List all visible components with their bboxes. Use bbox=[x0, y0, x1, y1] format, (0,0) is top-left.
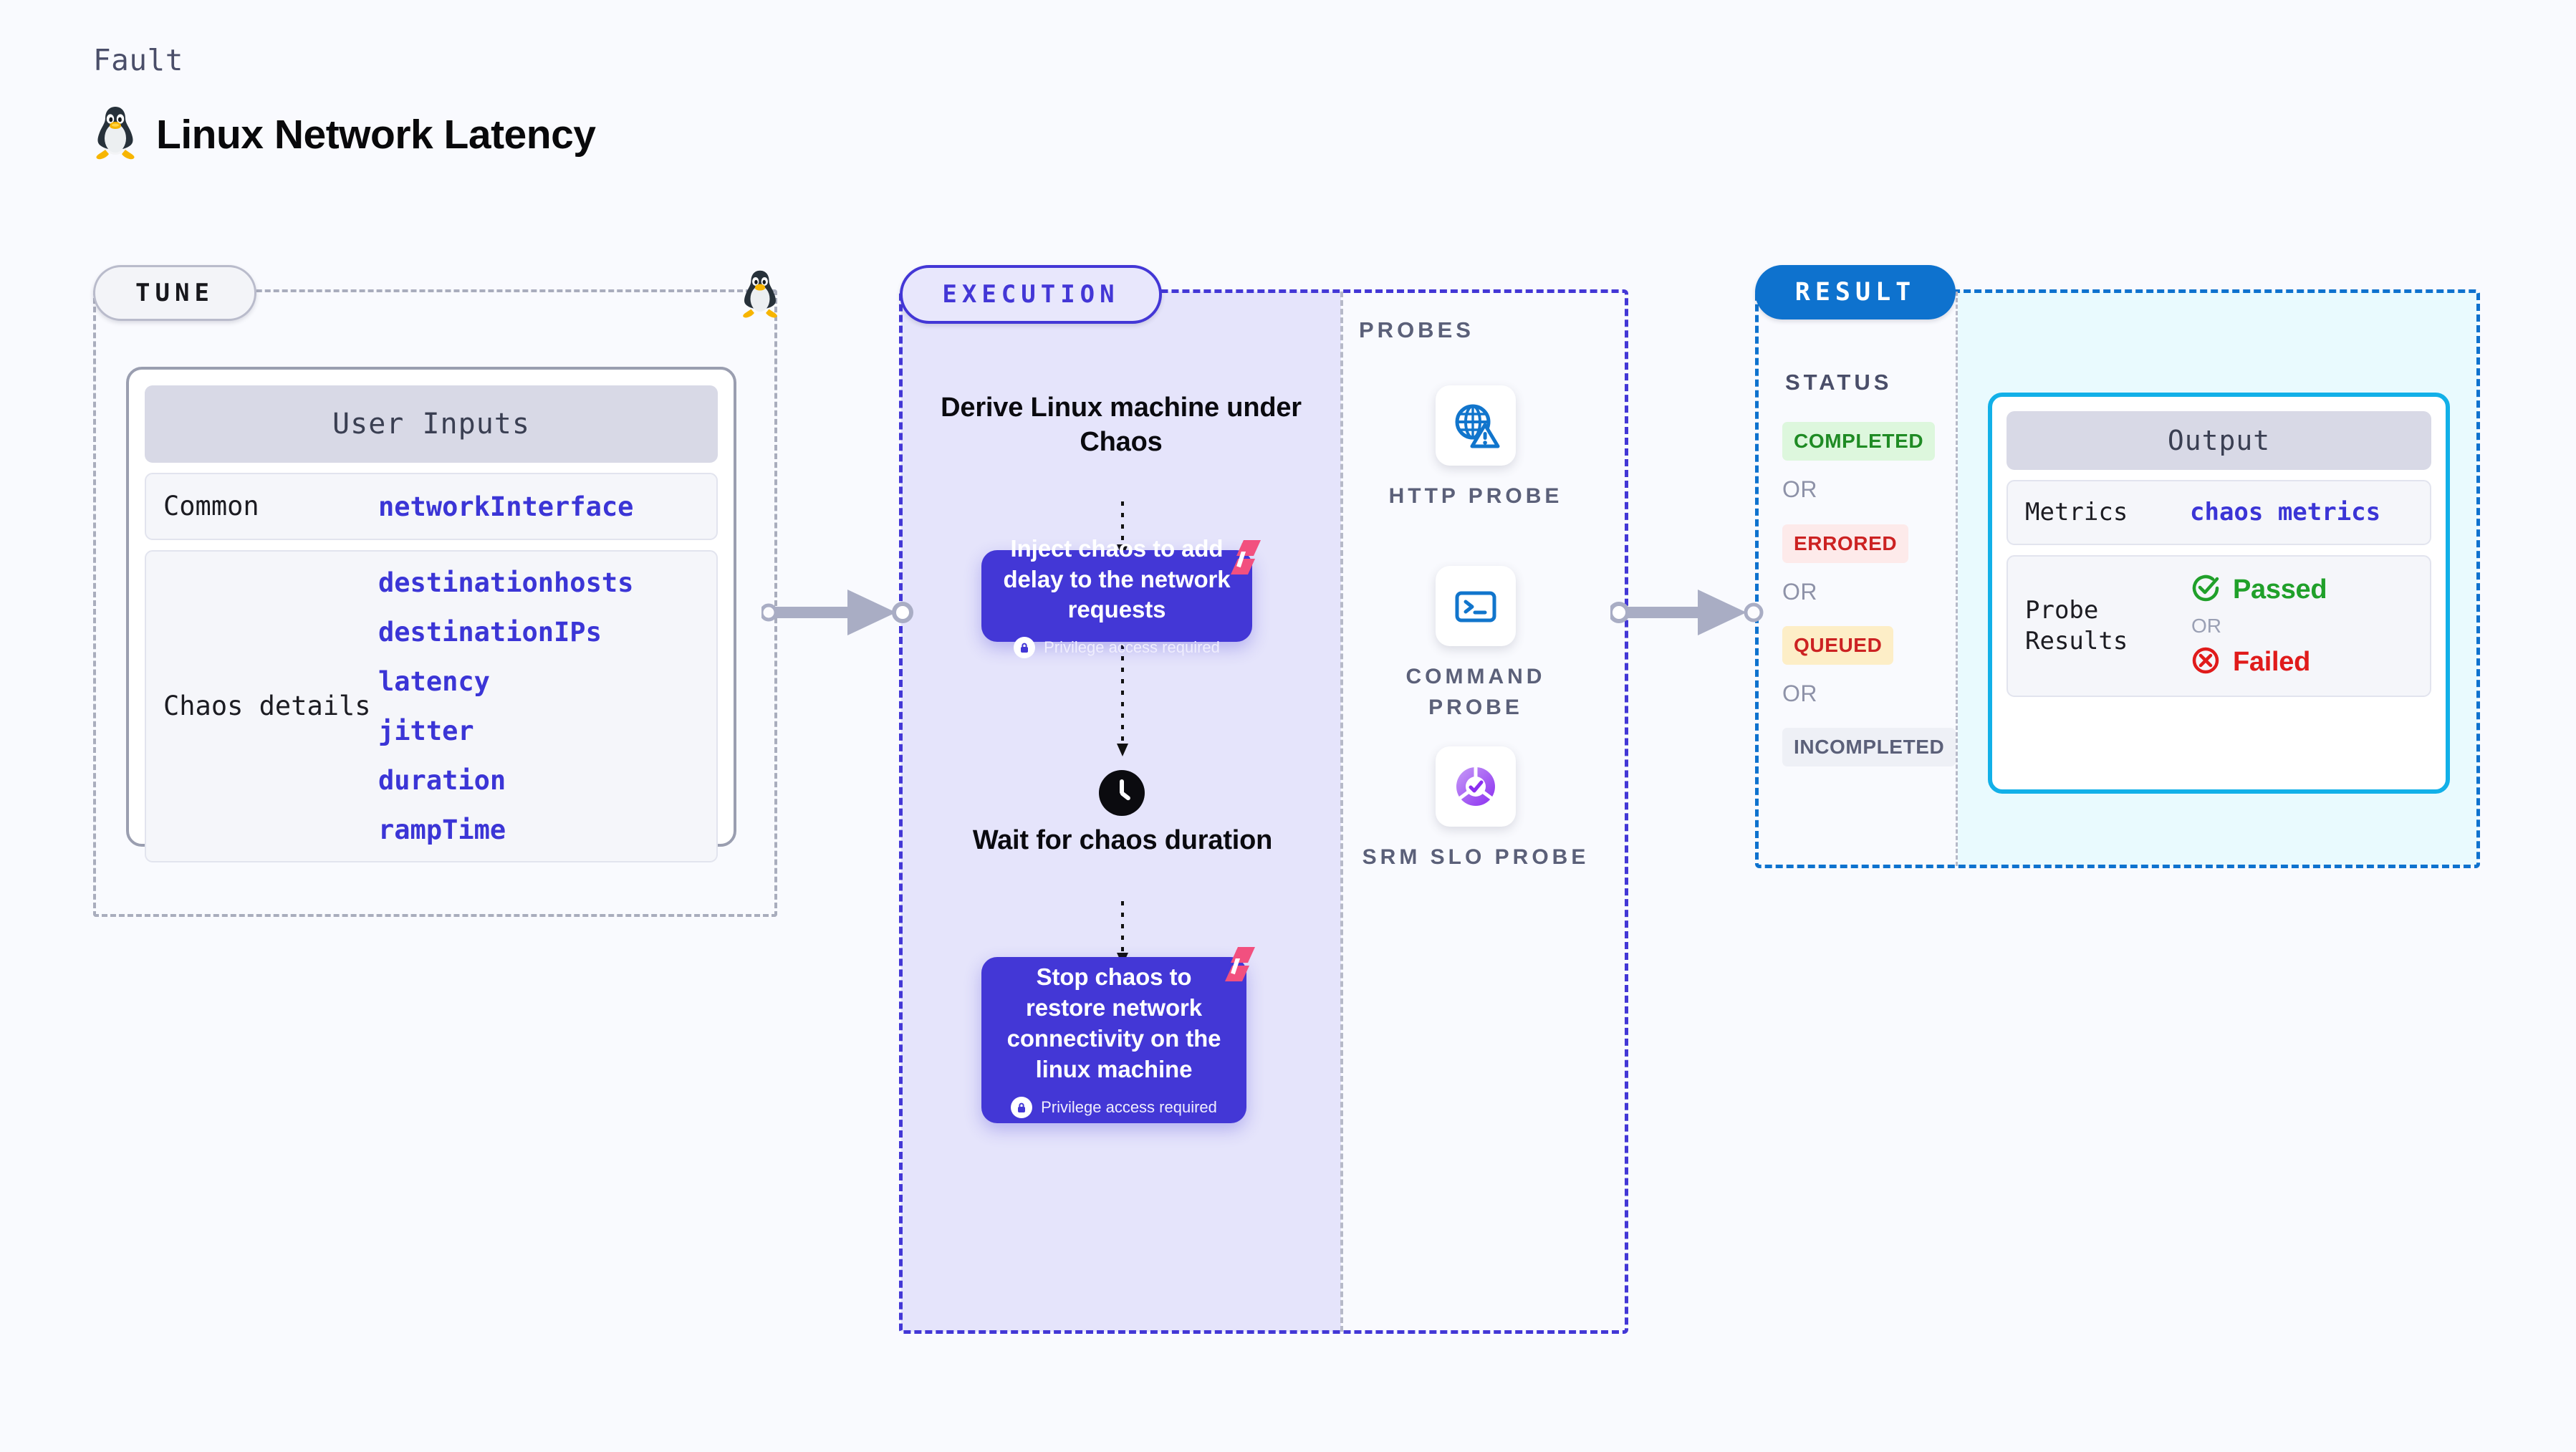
probes-label: PROBES bbox=[1359, 317, 1474, 342]
status-badge-incompleted: INCOMPLETED bbox=[1782, 728, 1956, 766]
status-badge-errored: ERRORED bbox=[1782, 524, 1909, 563]
execution-node-inject-chaos[interactable]: Inject chaos to add delay to the network… bbox=[981, 535, 1261, 659]
status-badge-queued: QUEUED bbox=[1782, 626, 1894, 665]
output-metrics-value[interactable]: chaos metrics bbox=[2190, 498, 2381, 527]
check-circle-icon bbox=[2190, 572, 2221, 607]
privilege-notice: Privilege access required bbox=[1011, 1096, 1217, 1118]
probe-srm-slo[interactable]: SRM SLO PROBE bbox=[1361, 746, 1590, 873]
tune-row-common: Common networkInterface bbox=[145, 473, 718, 541]
result-region bbox=[1755, 289, 2480, 868]
execution-region bbox=[899, 289, 1628, 1334]
harness-logo-icon bbox=[1215, 944, 1256, 989]
harness-logo-icon bbox=[1221, 537, 1262, 582]
execution-step-wait-label: Wait for chaos duration bbox=[972, 825, 1273, 855]
or-separator: OR bbox=[1782, 476, 1817, 502]
tune-value[interactable]: rampTime bbox=[378, 814, 506, 846]
output-row-key: Metrics bbox=[2025, 498, 2128, 527]
page-header: Fault Linux Network Latency bbox=[93, 43, 953, 164]
status-badge-completed: COMPLETED bbox=[1782, 422, 1936, 461]
clock-icon bbox=[1098, 769, 1145, 820]
tune-value[interactable]: jitter bbox=[378, 716, 474, 747]
result-divider bbox=[1956, 292, 1958, 866]
output-row-metrics: Metrics chaos metrics bbox=[2007, 480, 2431, 545]
or-separator: OR bbox=[2191, 614, 2221, 637]
probe-label: HTTP PROBE bbox=[1388, 484, 1563, 508]
tune-region bbox=[93, 289, 777, 917]
connector-arrow-tune-to-execution bbox=[759, 586, 913, 643]
result-badge: RESULT bbox=[1755, 265, 1956, 319]
x-circle-icon bbox=[2190, 645, 2221, 680]
execution-node-stop-chaos[interactable]: Stop chaos to restore network connectivi… bbox=[981, 947, 1255, 1123]
or-separator: OR bbox=[1782, 681, 1817, 706]
probe-result-passed: Passed bbox=[2190, 572, 2327, 607]
tune-value[interactable]: latency bbox=[378, 666, 490, 698]
srm-slo-donut-icon bbox=[1436, 746, 1516, 827]
linux-penguin-icon bbox=[739, 269, 781, 322]
tune-value[interactable]: duration bbox=[378, 765, 506, 797]
output-row-probe-results: Probe Results Passed OR bbox=[2007, 554, 2431, 697]
globe-warning-icon bbox=[1436, 385, 1516, 466]
execution-node-label: Inject chaos to add delay to the network… bbox=[1003, 534, 1231, 623]
output-row-key: Probe Results bbox=[2025, 596, 2128, 655]
status-label: STATUS bbox=[1785, 370, 1893, 395]
page-title: Linux Network Latency bbox=[156, 111, 596, 158]
tune-value[interactable]: destinationhosts bbox=[378, 567, 634, 599]
lock-icon bbox=[1011, 1096, 1033, 1118]
tune-value[interactable]: destinationIPs bbox=[378, 617, 602, 648]
output-card: Output Metrics chaos metrics Probe Resul… bbox=[1988, 393, 2450, 794]
connector-arrow-execution-to-result bbox=[1608, 586, 1769, 643]
execution-badge: EXECUTION bbox=[900, 265, 1162, 324]
execution-probes-divider bbox=[1340, 292, 1343, 1332]
lock-icon bbox=[1014, 637, 1036, 659]
execution-node-label: Stop chaos to restore network connectivi… bbox=[1006, 963, 1221, 1082]
flow-connector-2 bbox=[1106, 645, 1139, 761]
privilege-notice: Privilege access required bbox=[1014, 637, 1220, 659]
or-separator: OR bbox=[1782, 579, 1817, 605]
tune-badge: TUNE bbox=[93, 265, 256, 321]
tune-row-key: Common bbox=[163, 491, 259, 521]
linux-penguin-icon bbox=[93, 105, 138, 164]
probe-label: SRM SLO PROBE bbox=[1362, 845, 1590, 869]
probe-result-failed: Failed bbox=[2190, 645, 2327, 680]
privilege-text: Privilege access required bbox=[1044, 638, 1220, 657]
probe-result-failed-label: Failed bbox=[2233, 646, 2311, 677]
terminal-icon bbox=[1436, 566, 1516, 646]
page-kicker: Fault bbox=[93, 43, 183, 77]
tune-row-chaos-details: Chaos details destinationhosts destinati… bbox=[145, 550, 718, 863]
probe-label: COMMAND PROBE bbox=[1405, 665, 1546, 719]
tune-row-key: Chaos details bbox=[163, 691, 371, 722]
user-inputs-card: User Inputs Common networkInterface Chao… bbox=[126, 367, 736, 863]
page-title-row: Linux Network Latency bbox=[93, 105, 953, 164]
execution-step-derive-label: Derive Linux machine under Chaos bbox=[941, 393, 1302, 457]
probe-http[interactable]: HTTP PROBE bbox=[1361, 385, 1590, 512]
probe-command[interactable]: COMMAND PROBE bbox=[1361, 566, 1590, 723]
user-inputs-title: User Inputs bbox=[145, 385, 718, 463]
privilege-text: Privilege access required bbox=[1041, 1097, 1217, 1116]
tune-value[interactable]: networkInterface bbox=[378, 491, 634, 522]
output-title: Output bbox=[2007, 411, 2431, 470]
probe-result-passed-label: Passed bbox=[2233, 574, 2327, 605]
